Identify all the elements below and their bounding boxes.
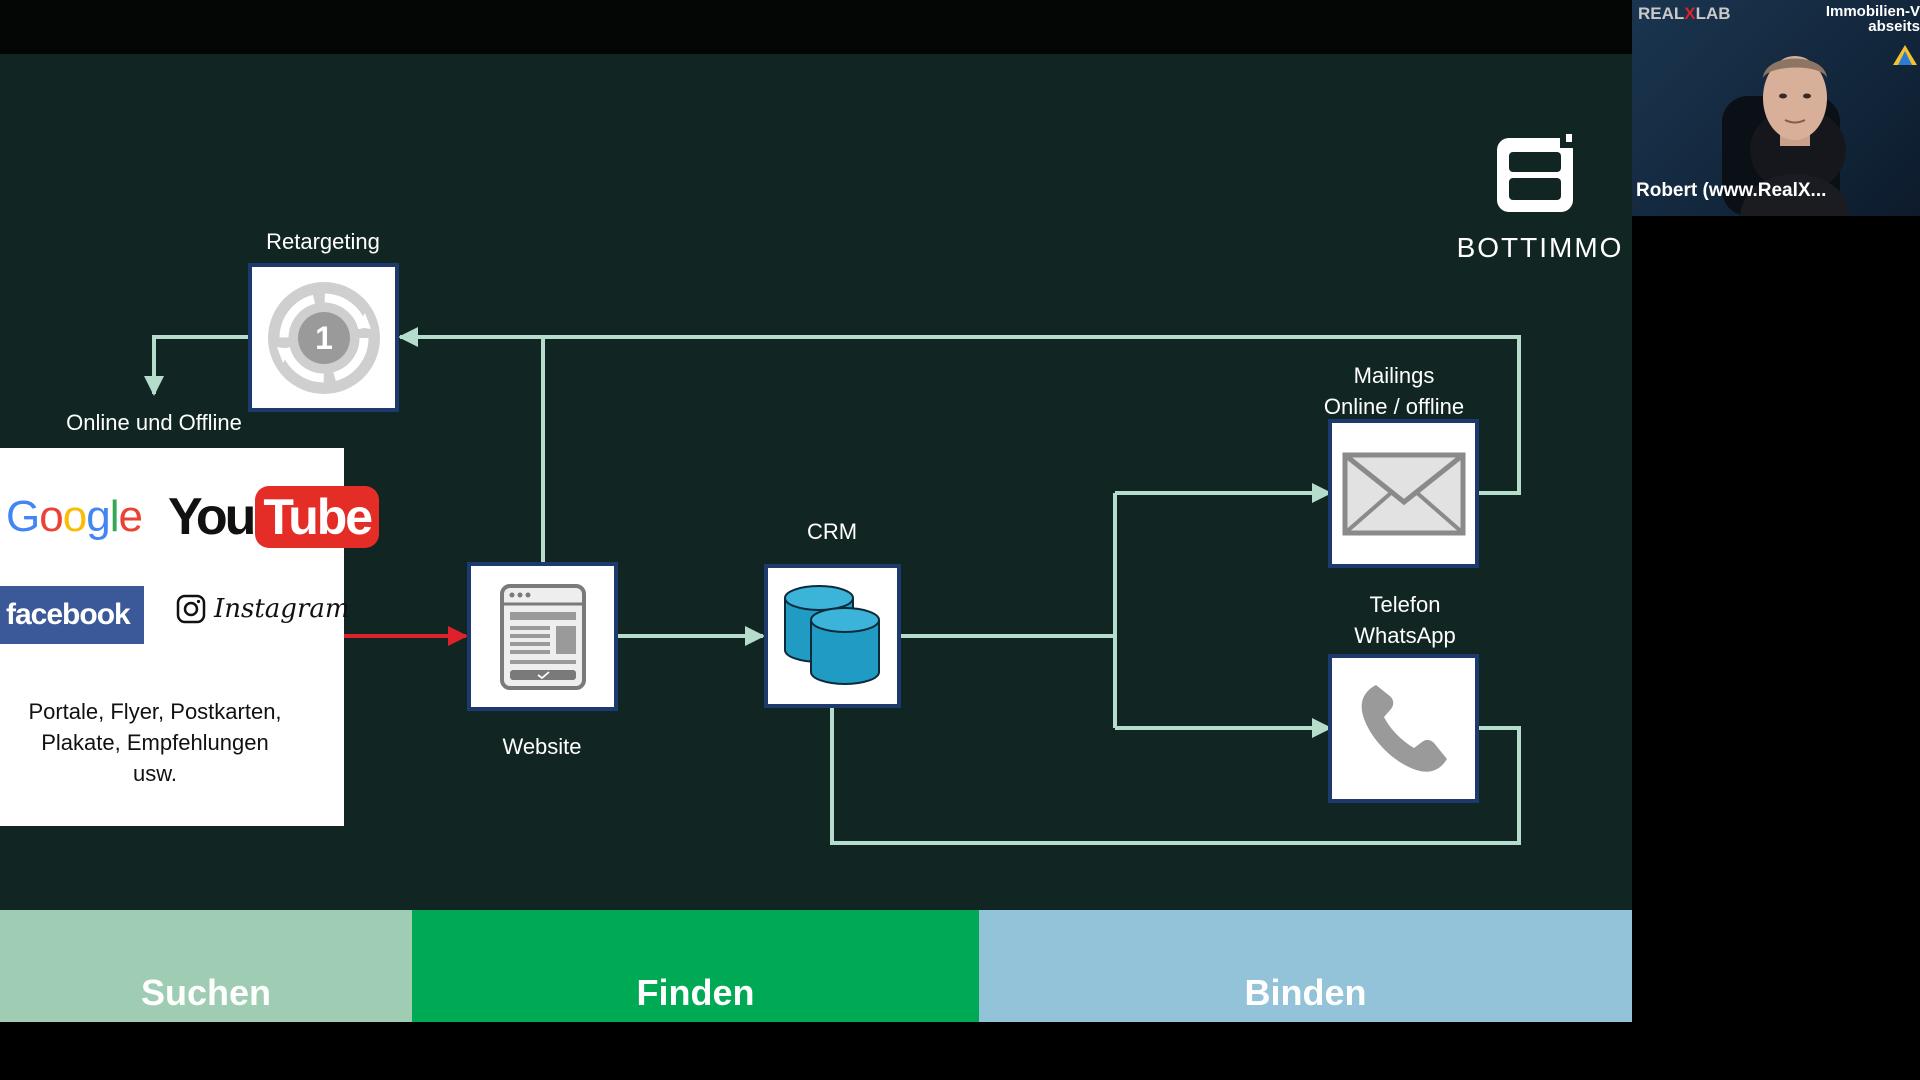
online-offline-label: Online und Offline xyxy=(66,410,242,435)
presentation-slide: Retargeting 1 Online und Offline Google … xyxy=(0,54,1632,1022)
crm-node xyxy=(764,564,901,708)
telefon-label-line-1: Telefon xyxy=(1369,592,1441,617)
brand-suffix: LAB xyxy=(1695,4,1731,23)
offline-line-1: Portale, Flyer, Postkarten, xyxy=(28,699,282,724)
phase-finden: Finden xyxy=(412,910,979,1022)
bottimmo-wordmark: BOTTIMMO xyxy=(1456,232,1624,263)
bottom-bar xyxy=(0,1022,1632,1080)
flow-diagram xyxy=(144,327,1521,845)
connector-return-bottom xyxy=(830,708,1521,845)
crm-label: CRM xyxy=(806,519,858,544)
video-title-line-1: Immobilien-V xyxy=(1825,4,1920,20)
telefon-label-line-2: WhatsApp xyxy=(1354,623,1456,648)
brand-x: X xyxy=(1684,4,1696,23)
instagram-logo: Instagram xyxy=(176,594,350,624)
top-bar xyxy=(0,0,1632,54)
channels-panel: Google You Tube facebook Instagram Porta… xyxy=(0,448,380,826)
telefon-label: Telefon WhatsApp xyxy=(1305,589,1505,651)
video-overlay-title: Immobilien-V abseits xyxy=(1810,4,1920,34)
connector-retargeting-down xyxy=(144,335,253,396)
telefon-node xyxy=(1328,654,1479,803)
participant-avatar xyxy=(1722,56,1850,216)
database-icon xyxy=(783,585,880,685)
retargeting-label: Retargeting xyxy=(266,229,380,254)
offline-channels-text: Portale, Flyer, Postkarten, Plakate, Emp… xyxy=(0,696,310,789)
retargeting-number: 1 xyxy=(315,320,333,356)
phone-icon xyxy=(1361,684,1447,772)
facebook-logo: facebook xyxy=(0,586,144,644)
youtube-logo: You Tube xyxy=(168,486,380,548)
webpage-icon xyxy=(499,583,586,690)
offline-line-3: usw. xyxy=(132,761,178,786)
mailings-label-line-2: Online / offline xyxy=(1323,394,1465,419)
phase-binden: Binden xyxy=(979,910,1632,1022)
connector-return-top xyxy=(398,327,1521,495)
mailings-label: Mailings Online / offline xyxy=(1294,360,1494,422)
offline-line-2: Plakate, Empfehlungen xyxy=(41,730,269,755)
envelope-icon xyxy=(1342,452,1465,535)
bottimmo-logo: BOTTIMMO xyxy=(1440,132,1632,263)
participant-video-tile[interactable]: REALXLAB Immobilien-V abseits Robert (ww… xyxy=(1632,0,1920,216)
refresh-cycle-icon: 1 xyxy=(267,281,380,394)
instagram-wordmark: Instagram xyxy=(214,594,350,624)
bottimmo-mark-icon xyxy=(1497,134,1574,212)
mailings-node xyxy=(1328,419,1479,568)
phase-suchen: Suchen xyxy=(0,910,412,1022)
participant-name-label: Robert (www.RealX... xyxy=(1636,180,1827,201)
retargeting-node: 1 xyxy=(248,263,399,412)
accent-triangle-icon xyxy=(1893,45,1917,65)
youtube-tube: Tube xyxy=(255,486,380,548)
video-title-line-2: abseits xyxy=(1868,18,1920,34)
realxlab-logo: REALXLAB xyxy=(1638,4,1731,24)
brand-prefix: REAL xyxy=(1638,4,1685,23)
website-node xyxy=(467,562,618,711)
instagram-icon xyxy=(176,594,206,624)
google-logo: Google xyxy=(6,492,143,541)
website-label: Website xyxy=(502,734,582,759)
youtube-you: You xyxy=(168,488,256,546)
mailings-label-line-1: Mailings xyxy=(1353,363,1435,388)
